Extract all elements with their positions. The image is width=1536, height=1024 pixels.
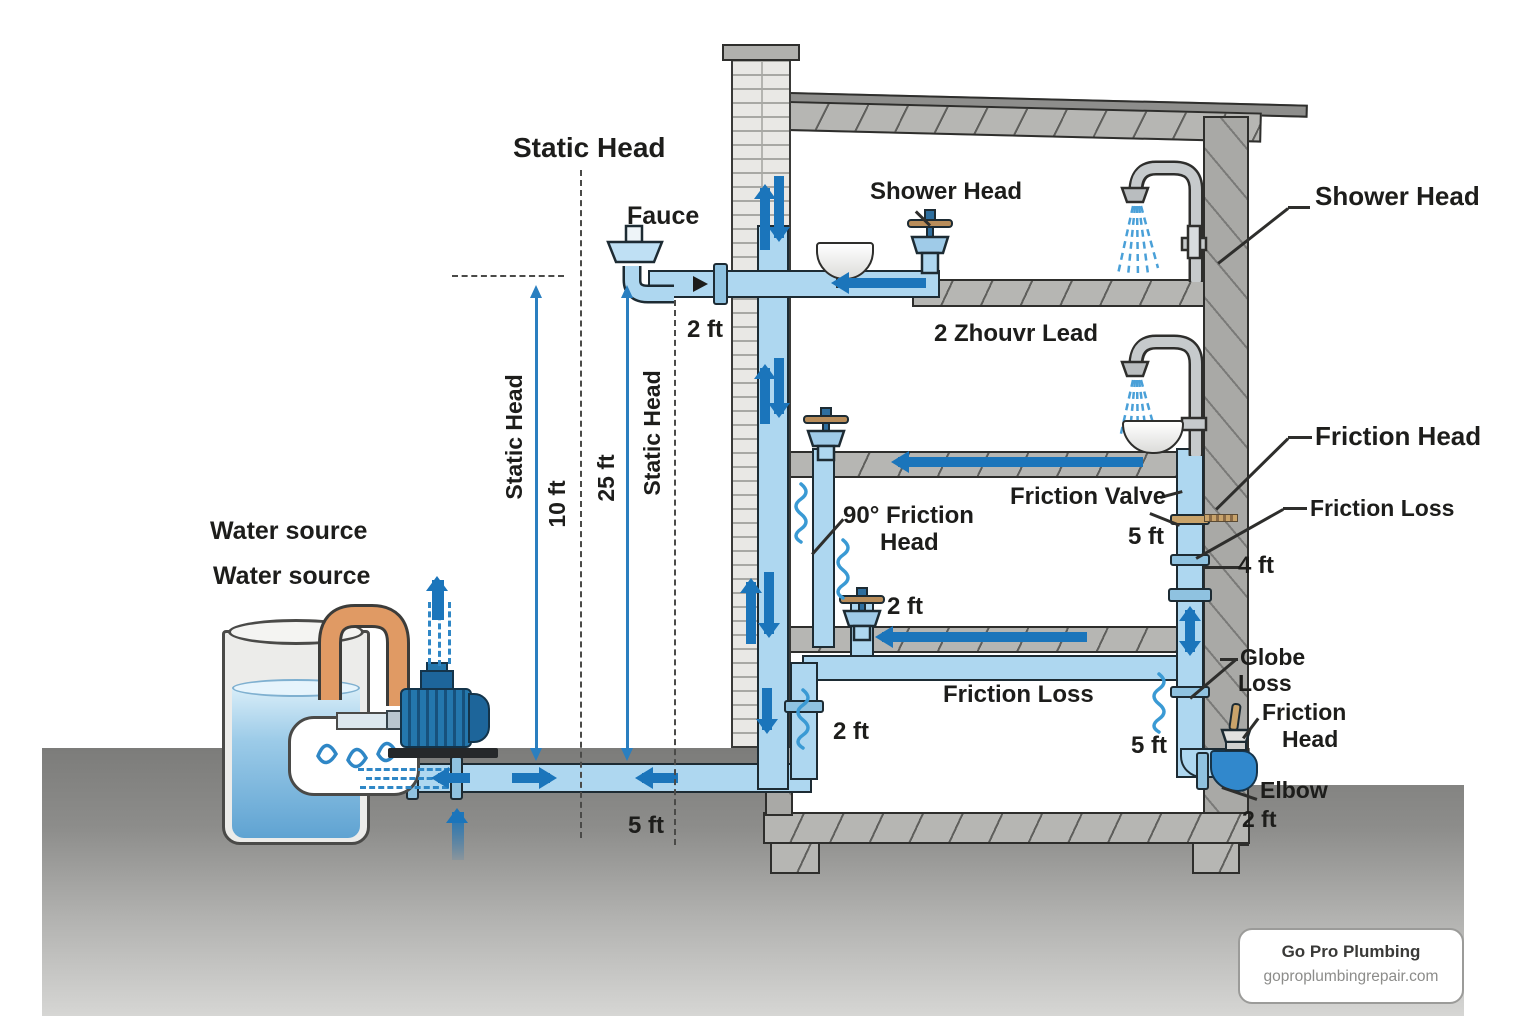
riser-arrow-up-3 [740, 578, 762, 644]
friction-squiggle-icon-4 [1152, 672, 1166, 734]
footing-right [1192, 842, 1240, 874]
floor2-flow-arrow [891, 451, 1143, 473]
pump-end-cap [468, 693, 490, 743]
riser-coupling-2 [1170, 554, 1210, 566]
static-head-dim-arrow-1 [530, 285, 542, 761]
shower-head-center-label: Shower Head [870, 178, 1023, 205]
tank-to-pump-pipe [336, 712, 390, 730]
ft25-vertical: 25 ft [592, 454, 619, 502]
ft5-ground-label: 5 ft [628, 812, 664, 839]
ft2-top-label: 2 ft [687, 316, 723, 343]
ft4-label: 4 ft [1238, 552, 1274, 579]
right-riser-double-arrow [1179, 606, 1201, 656]
friction-loss-bottom-label: Friction Loss [943, 681, 1094, 708]
riser-coupling-3 [1168, 588, 1212, 602]
ft2-elbow-label: 2 ft [1242, 806, 1277, 832]
bottomright-flange [1196, 752, 1209, 790]
friction-loss-right-label: Friction Loss [1310, 495, 1455, 521]
floor1-pipe-flange [713, 263, 728, 305]
leader-friction-head-h [1288, 436, 1312, 439]
floor1-slab [912, 279, 1205, 307]
pump-up-arrow [426, 576, 448, 620]
ft10-vertical: 10 ft [543, 480, 570, 528]
riser-arrow-up-1 [754, 184, 776, 250]
flow-tick-arrow-icon [693, 276, 716, 292]
elbow-fitting-icon [1210, 750, 1258, 792]
ground-flow-arrow-right [512, 767, 557, 789]
shower-head-right-label: Shower Head [1315, 181, 1480, 211]
pump-base-plate [388, 748, 498, 758]
branding-card: Go Pro Plumbing goproplumbingrepair.com [1238, 928, 1464, 1004]
outflow-stream-2 [366, 777, 450, 780]
friction-head-right-label: Friction Head [1315, 421, 1482, 451]
faucet-label: Fauce [627, 202, 700, 230]
bottom-horizontal-pipe [802, 655, 1192, 681]
foundation-slab [763, 812, 1250, 844]
room2-label: 2 Zhouvr Lead [934, 320, 1099, 347]
riser-arrow-down-2 [768, 358, 790, 418]
static-head-title: Static Head [513, 132, 666, 163]
leader-shower-right-h [1288, 206, 1310, 209]
friction90-label-line2: Head [880, 529, 939, 556]
riser-arrow-up-2 [754, 364, 776, 424]
friction-head-bottom-line1: Friction [1262, 699, 1347, 725]
datum-dashed-line [452, 275, 564, 277]
ft2-bottom-label: 2 ft [833, 718, 869, 745]
bottomleft-coupling [784, 700, 824, 713]
pump-spray-2 [438, 596, 441, 666]
friction-squiggle-icon-1 [794, 482, 808, 544]
suction-up-arrow [446, 808, 468, 860]
water-source-label-1: Water source [210, 517, 368, 545]
globe-label-line2: Loss [1238, 670, 1292, 696]
friction-head-bottom-line2: Head [1282, 726, 1339, 752]
ft2-mid-label: 2 ft [887, 593, 923, 620]
static-head-dim-arrow-2 [621, 285, 633, 761]
ground-step-right [1250, 748, 1464, 785]
pump-spray-1 [428, 602, 431, 664]
riser-arrow-down-3 [758, 572, 780, 638]
dashed-vertical-2 [674, 300, 676, 845]
orange-intake-pipe [318, 604, 410, 706]
faucet-icon [606, 224, 674, 304]
floor1-pipe-flow-arrow [831, 272, 926, 294]
globe-label-line1: Globe [1240, 644, 1306, 670]
riser-arrow-down-1 [768, 176, 790, 242]
floor3-tap-valve-icon [839, 587, 885, 642]
water-source-label-2: Water source [213, 562, 371, 590]
pump-icon [400, 688, 472, 748]
pump-spray-3 [448, 602, 451, 664]
brand-name: Go Pro Plumbing [1281, 942, 1421, 961]
floor3-flow-arrow [875, 626, 1087, 648]
leader-globe-tick [1220, 658, 1238, 661]
floor1-shower-icon [1116, 160, 1208, 282]
friction-valve-label: Friction Valve [1010, 483, 1167, 510]
elbow-label: Elbow [1260, 777, 1328, 803]
floor2-tap-valve-icon [803, 407, 849, 462]
friction90-label-line1: 90° Friction [843, 502, 974, 529]
friction-squiggle-icon-2 [836, 538, 850, 600]
outflow-stream-3 [360, 786, 448, 789]
valve-threaded-rod-icon [1204, 514, 1238, 522]
leader-4ft [1203, 566, 1239, 569]
riser-arrow-down-4 [756, 688, 778, 734]
pump-top-box [420, 670, 454, 690]
leader-friction-loss-h [1283, 507, 1307, 510]
chimney-cap [722, 44, 800, 61]
ft5-valve-label: 5 ft [1128, 523, 1164, 550]
pump-top-cap [426, 662, 448, 672]
right-wall [1203, 116, 1249, 846]
ground-flow-arrow-left-1 [431, 767, 470, 789]
brand-url: goproplumbingrepair.com [1263, 968, 1439, 985]
outflow-stream-1 [358, 768, 450, 771]
static-head-left-vertical: Static Head [500, 374, 527, 500]
footing-left [770, 842, 820, 874]
ground-flow-arrow-left-2 [635, 767, 678, 789]
ft5-bottom-label: 5 ft [1131, 732, 1167, 759]
static-head-right-vertical: Static Head [638, 370, 665, 496]
friction-squiggle-icon-3 [796, 688, 810, 750]
floor1-tap-valve-icon [907, 209, 953, 275]
dashed-vertical-1 [580, 170, 582, 838]
